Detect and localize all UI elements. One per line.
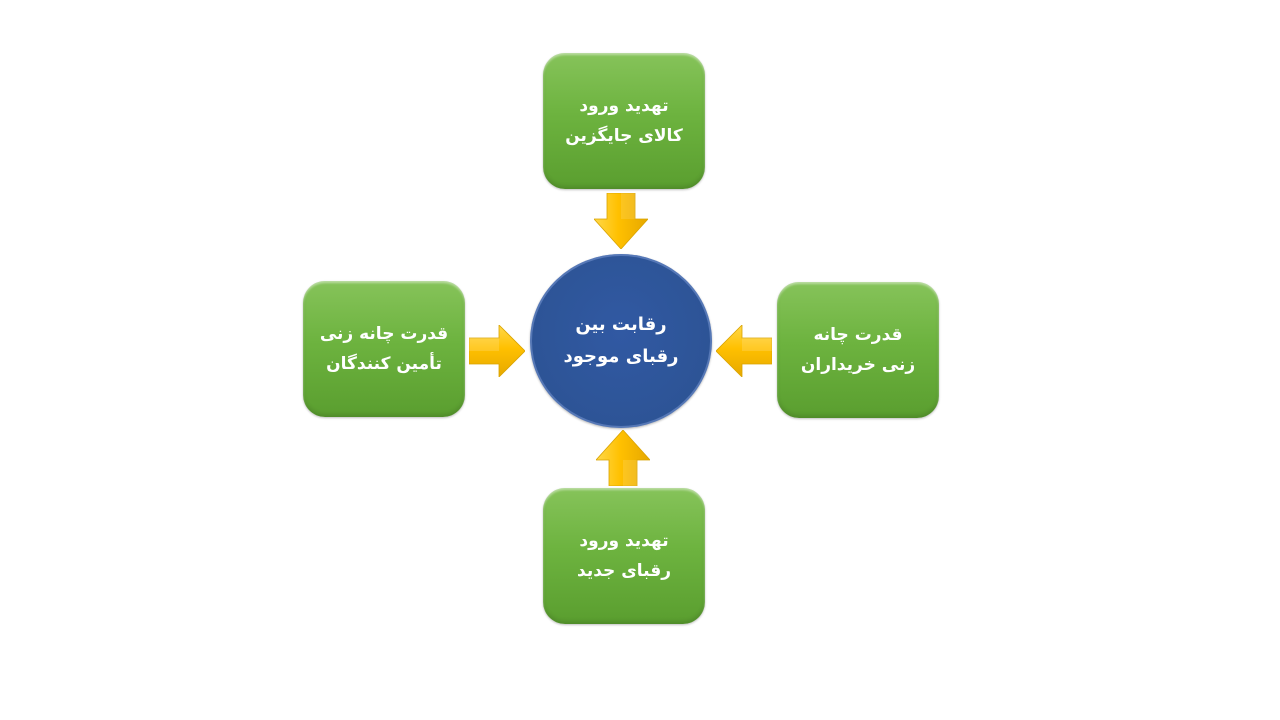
new-entrants-line1: تهدید ورود [579,531,669,551]
substitute-threat-line2: کالای جایگزین [565,126,683,146]
buyer-power-box: قدرت چانه زنی خریداران [777,282,939,418]
buyer-power-line2: زنی خریداران [800,355,916,375]
supplier-power-box: قدرت چانه زنی تأمین کنندگان [303,281,465,417]
arrow-down-icon [594,193,648,249]
new-entrants-line2: رقبای جدید [577,561,672,581]
arrow-left-icon [716,325,772,377]
rivalry-circle: رقابت بین رقبای موجود [530,254,712,428]
rivalry-line2: رقبای موجود [563,346,679,367]
new-entrants-box: تهدید ورود رقبای جدید [543,488,705,624]
rivalry-line1: رقابت بین [575,314,667,335]
substitute-threat-line1: تهدید ورود [579,96,669,116]
substitute-threat-box: تهدید ورود کالای جایگزین [543,53,705,189]
arrow-right-icon [469,325,525,377]
buyer-power-line1: قدرت چانه [813,325,903,345]
arrow-up-icon [596,430,650,486]
supplier-power-line1: قدرت چانه زنی [319,324,449,344]
supplier-power-line2: تأمین کنندگان [326,354,442,374]
